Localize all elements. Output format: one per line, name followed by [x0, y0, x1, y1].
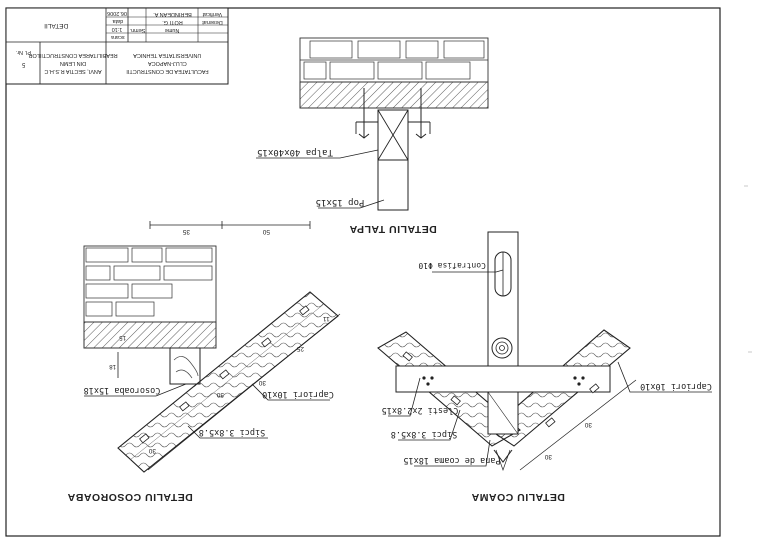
data-value: 06.2006 [107, 10, 127, 16]
cosoroaba-beam [169, 347, 201, 385]
cosoroaba-capriori-label: Capriori 10x10 [262, 389, 334, 399]
desenat-name: ROTI G. [162, 19, 183, 25]
pop-label: Pop 15x15 [316, 197, 365, 207]
margin-marks [744, 185, 752, 353]
coama-dim-30a: 30 [544, 453, 552, 460]
cosoroaba-concrete-hatch [83, 321, 217, 349]
cosoroaba-label: Cosoroaba 15x18 [84, 385, 161, 395]
dim-30a: 30 [148, 447, 156, 454]
project-line2: DIN LEMN [60, 60, 86, 66]
coama-capriori-label: Capriori 10x10 [640, 381, 712, 391]
coama-ridge-end [491, 337, 513, 359]
project-line1: REABILITAREA CONSTRUCTIILOR [28, 52, 117, 58]
pana-label: Pana de coama 18x15 [403, 455, 500, 465]
detail-coama: 30 30 Contrafisa Φ10 Capriori 10x10 Cles… [377, 231, 712, 503]
clesti-label: Clesti 2x2.8x15 [382, 405, 459, 415]
project-line3: ANVI, SECTIA R.S.H.C [44, 68, 101, 74]
scara-value: 1:10 [112, 26, 123, 32]
dim-35: 35 [182, 228, 190, 235]
sheet-border [5, 7, 721, 537]
talpa-label: Talpa 40x40x15 [257, 147, 333, 157]
plansa-value: 5 [21, 61, 25, 67]
desenat-label: Desenat [202, 19, 223, 25]
university-line2: CLUJ-NAPOCA [148, 60, 187, 66]
dim-30b: 30 [216, 391, 224, 398]
coama-dim-30b: 30 [584, 421, 592, 428]
cosoroaba-sipci-label: Sipci 3.8x5.8 [199, 427, 266, 437]
coama-sipci-label: Sipci 3.8x5.8 [391, 429, 458, 439]
dim-50: 50 [262, 228, 270, 235]
dim-25: 25 [296, 345, 304, 352]
scara-label: scara [110, 34, 124, 40]
dim-15: 15 [119, 334, 126, 340]
pop-post [377, 159, 409, 211]
title-block: Verificat BERINDEAN A. Desenat ROTI G. N… [5, 7, 229, 85]
semn-label: Semn. [129, 27, 145, 33]
coama-title: DETALIU COAMA [471, 491, 565, 503]
cosoroaba-title: DETALIU COSOROABA [67, 491, 193, 503]
detail-cosoroaba: 35 50 18 15 30 30 [67, 221, 341, 503]
nume-label: Nume [165, 27, 180, 33]
verificat-label: Verificat [202, 11, 222, 17]
university-line3: FACULTATEA DE CONSTRUCTII [126, 68, 209, 74]
dim-11: 11 [323, 315, 330, 322]
talpa-title: DETALIU TALPA [349, 223, 437, 235]
university-line1: UNIVERSITATEA TEHNICA [133, 52, 201, 58]
contrafisa-label: Contrafisa Φ10 [418, 261, 486, 270]
data-label: data [112, 18, 124, 24]
sheet-title: DETALII [44, 22, 68, 29]
talpa-concrete-hatch [299, 81, 489, 109]
detail-talpa: Talpa 40x40x15 Pop 15x15 DETALIU TALPA [256, 37, 489, 235]
verificat-name: BERINDEAN A. [153, 11, 192, 17]
dim-18: 18 [109, 363, 116, 369]
plansa-label: Pl. Nr. [16, 49, 31, 55]
coama-tie [395, 365, 611, 393]
dim-30c: 30 [258, 379, 266, 386]
